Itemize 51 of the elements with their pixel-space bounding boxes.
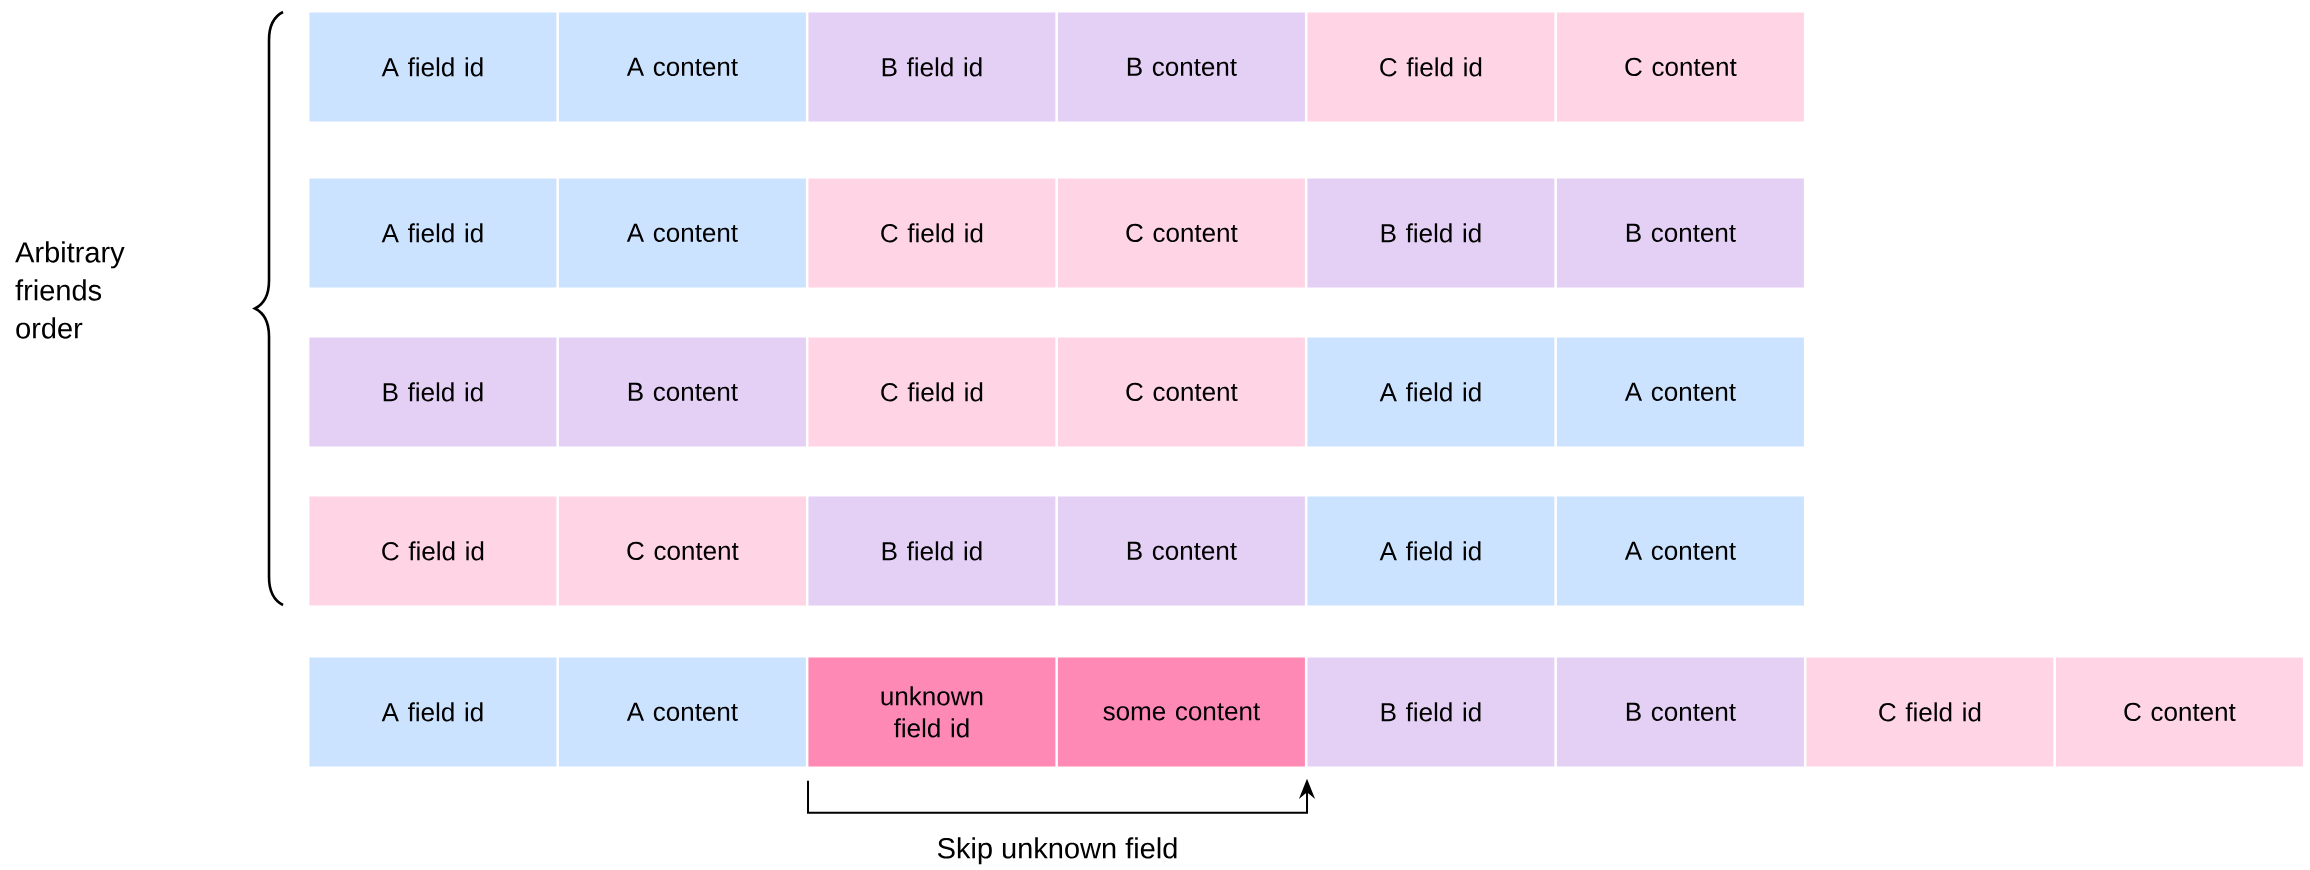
field-cell: B field id xyxy=(309,337,557,447)
field-cell: C field id xyxy=(1307,12,1555,122)
field-cell: B field id xyxy=(1307,657,1555,767)
field-cell: A field id xyxy=(309,657,557,767)
field-cell: B field id xyxy=(1307,178,1555,288)
field-cell: B content xyxy=(1556,178,1804,288)
field-cell: A content xyxy=(558,657,806,767)
node-label: some content xyxy=(1103,703,1260,721)
field-cell: A content xyxy=(558,178,806,288)
node-label: B field id xyxy=(1381,223,1481,243)
field-cell: A field id xyxy=(1307,496,1555,606)
field-cell: B content xyxy=(558,337,806,447)
field-cell: B field id xyxy=(808,12,1056,122)
field-cell: C field id xyxy=(808,178,1056,288)
field-cell: C content xyxy=(1057,337,1305,447)
node-label: A field id xyxy=(381,57,483,77)
field-cell: some content xyxy=(1057,657,1305,767)
field-cell: B content xyxy=(1556,657,1804,767)
field-cell: B field id xyxy=(808,496,1056,606)
field-cell: A content xyxy=(1556,337,1804,447)
field-cell: A content xyxy=(558,12,806,122)
field-cell: C content xyxy=(1556,12,1804,122)
field-cell: B content xyxy=(1057,496,1305,606)
field-cell: B content xyxy=(1057,12,1305,122)
node-label: B field id xyxy=(882,57,982,77)
node-label: C field id xyxy=(1879,702,1981,722)
field-cell: C content xyxy=(2055,657,2303,767)
node-label: A field id xyxy=(381,223,483,243)
node-label: B field id xyxy=(1381,702,1481,722)
node-label: A field id xyxy=(1379,541,1481,561)
label: Arbitrary friends order xyxy=(15,241,125,339)
field-cell: C content xyxy=(558,496,806,606)
node-label: B field id xyxy=(882,541,982,561)
field-cell: A field id xyxy=(309,12,557,122)
node-label: C field id xyxy=(1380,57,1482,77)
field-cell: unknown field id xyxy=(808,657,1056,767)
node-label: C field id xyxy=(881,223,983,243)
field-cell: A field id xyxy=(309,178,557,288)
field-cell: C content xyxy=(1057,178,1305,288)
field-cell: C field id xyxy=(808,337,1056,447)
field-cell: A field id xyxy=(1307,337,1555,447)
node-label: B field id xyxy=(383,382,483,402)
node-label: C field id xyxy=(382,541,484,561)
edge-label: Skip unknown field xyxy=(937,837,1177,865)
node-label: unknown field id xyxy=(881,686,983,738)
node-label: A field id xyxy=(1379,382,1481,402)
node-label: A field id xyxy=(381,702,483,722)
field-cell: A content xyxy=(1556,496,1804,606)
node-label: C field id xyxy=(881,382,983,402)
field-cell: C field id xyxy=(309,496,557,606)
field-cell: C field id xyxy=(1806,657,2054,767)
